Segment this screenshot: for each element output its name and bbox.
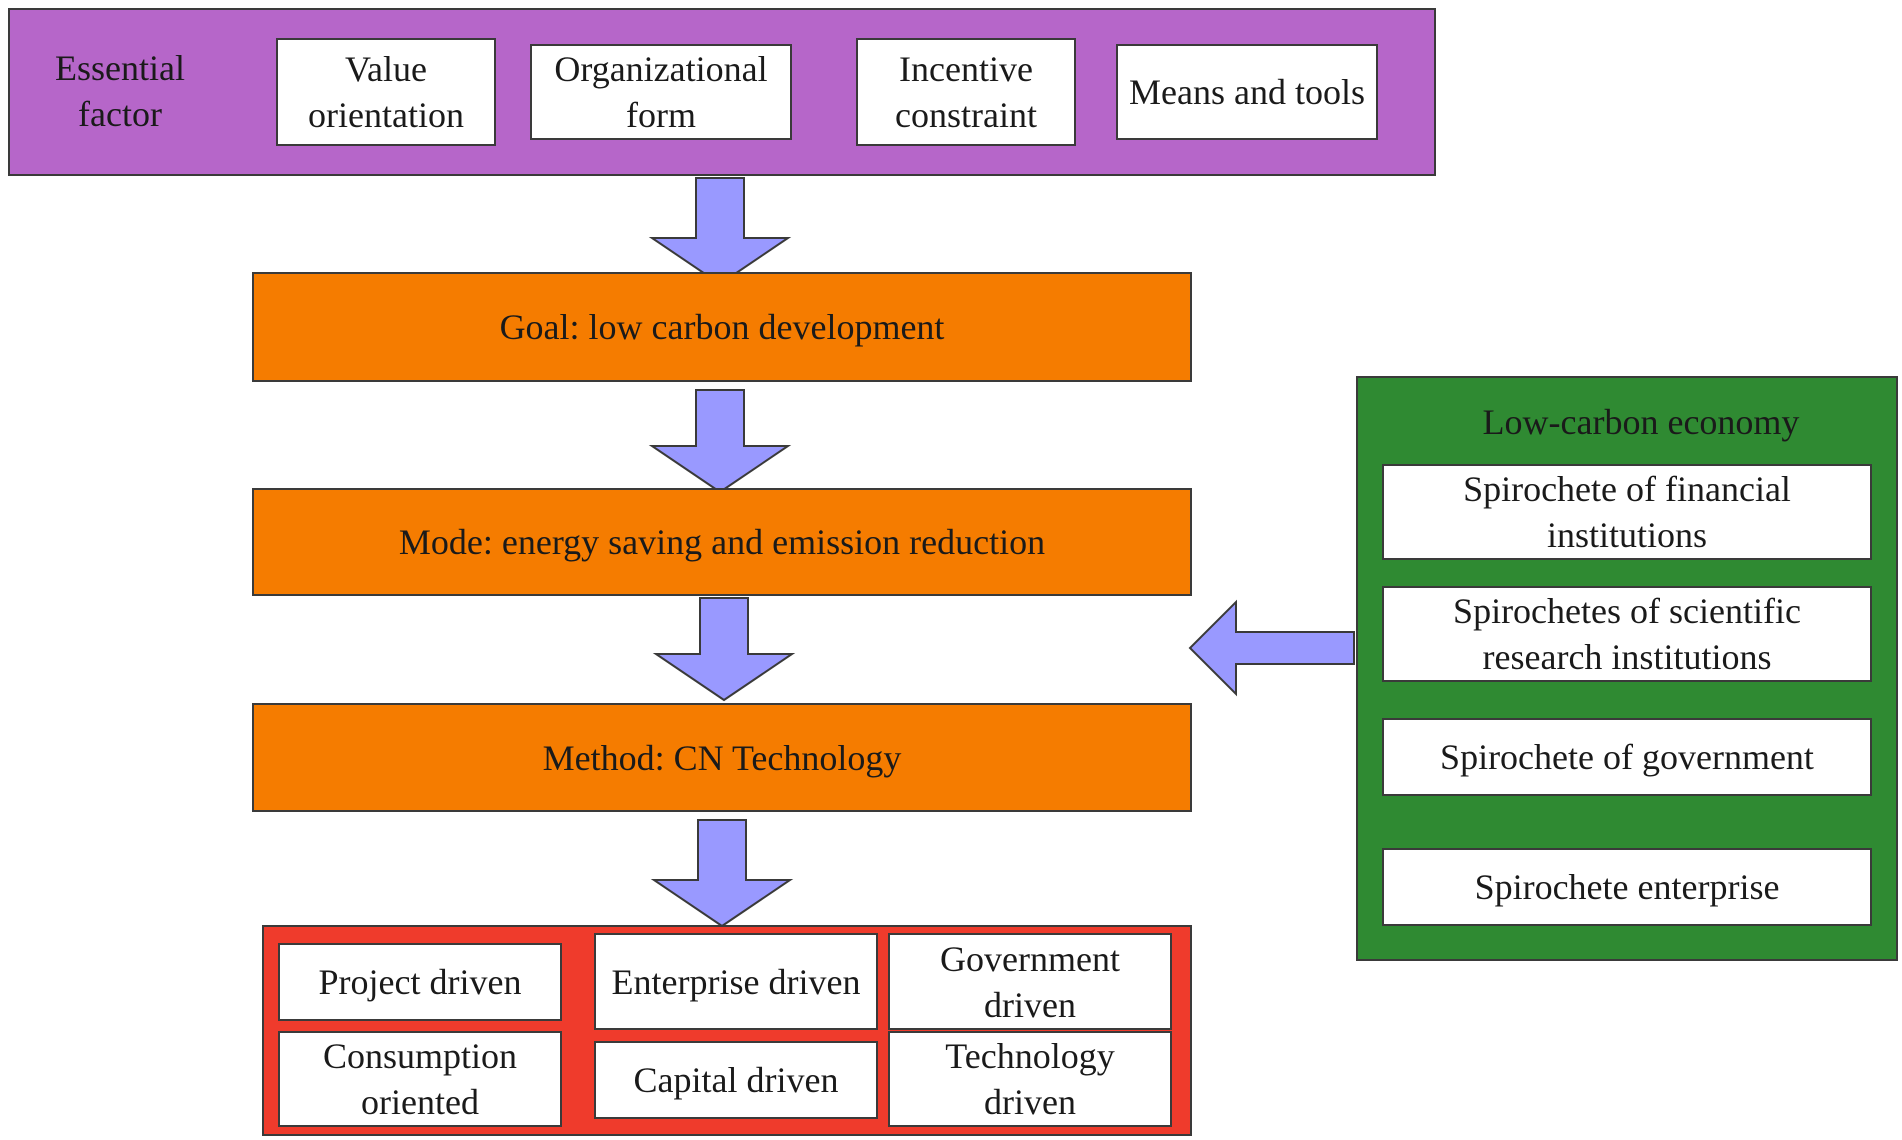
incentive-constraint-box: Incentive constraint — [856, 38, 1076, 146]
arrow-method-to-drivers — [650, 819, 794, 928]
method-box: Method: CN Technology — [252, 703, 1192, 812]
capital-driven-box: Capital driven — [594, 1041, 878, 1119]
mode-box: Mode: energy saving and emission reducti… — [252, 488, 1192, 596]
technology-driven-box: Technology driven — [888, 1031, 1172, 1127]
consumption-oriented-box: Consumption oriented — [278, 1031, 562, 1127]
essential-factor-label: Essential factor — [55, 48, 185, 134]
project-driven-box: Project driven — [278, 943, 562, 1021]
financial-institutions-box: Spirochete of financial institutions — [1382, 464, 1872, 560]
arrow-mode-to-method — [652, 597, 796, 702]
value-orientation-box: Value orientation — [276, 38, 496, 146]
goal-box: Goal: low carbon development — [252, 272, 1192, 382]
arrow-essential-to-goal — [648, 177, 792, 286]
low-carbon-economy-title: Low-carbon economy — [1482, 402, 1800, 442]
research-institutions-box: Spirochetes of scientific research insti… — [1382, 586, 1872, 682]
arrow-goal-to-mode — [648, 389, 792, 494]
organizational-form-box: Organizational form — [530, 44, 792, 140]
enterprise-driven-box: Enterprise driven — [594, 933, 878, 1030]
enterprise-spirochete-box: Spirochete enterprise — [1382, 848, 1872, 926]
government-driven-box: Government driven — [888, 933, 1172, 1030]
government-spirochete-box: Spirochete of government — [1382, 718, 1872, 796]
arrow-economy-to-process — [1188, 599, 1355, 697]
means-and-tools-box: Means and tools — [1116, 44, 1378, 140]
